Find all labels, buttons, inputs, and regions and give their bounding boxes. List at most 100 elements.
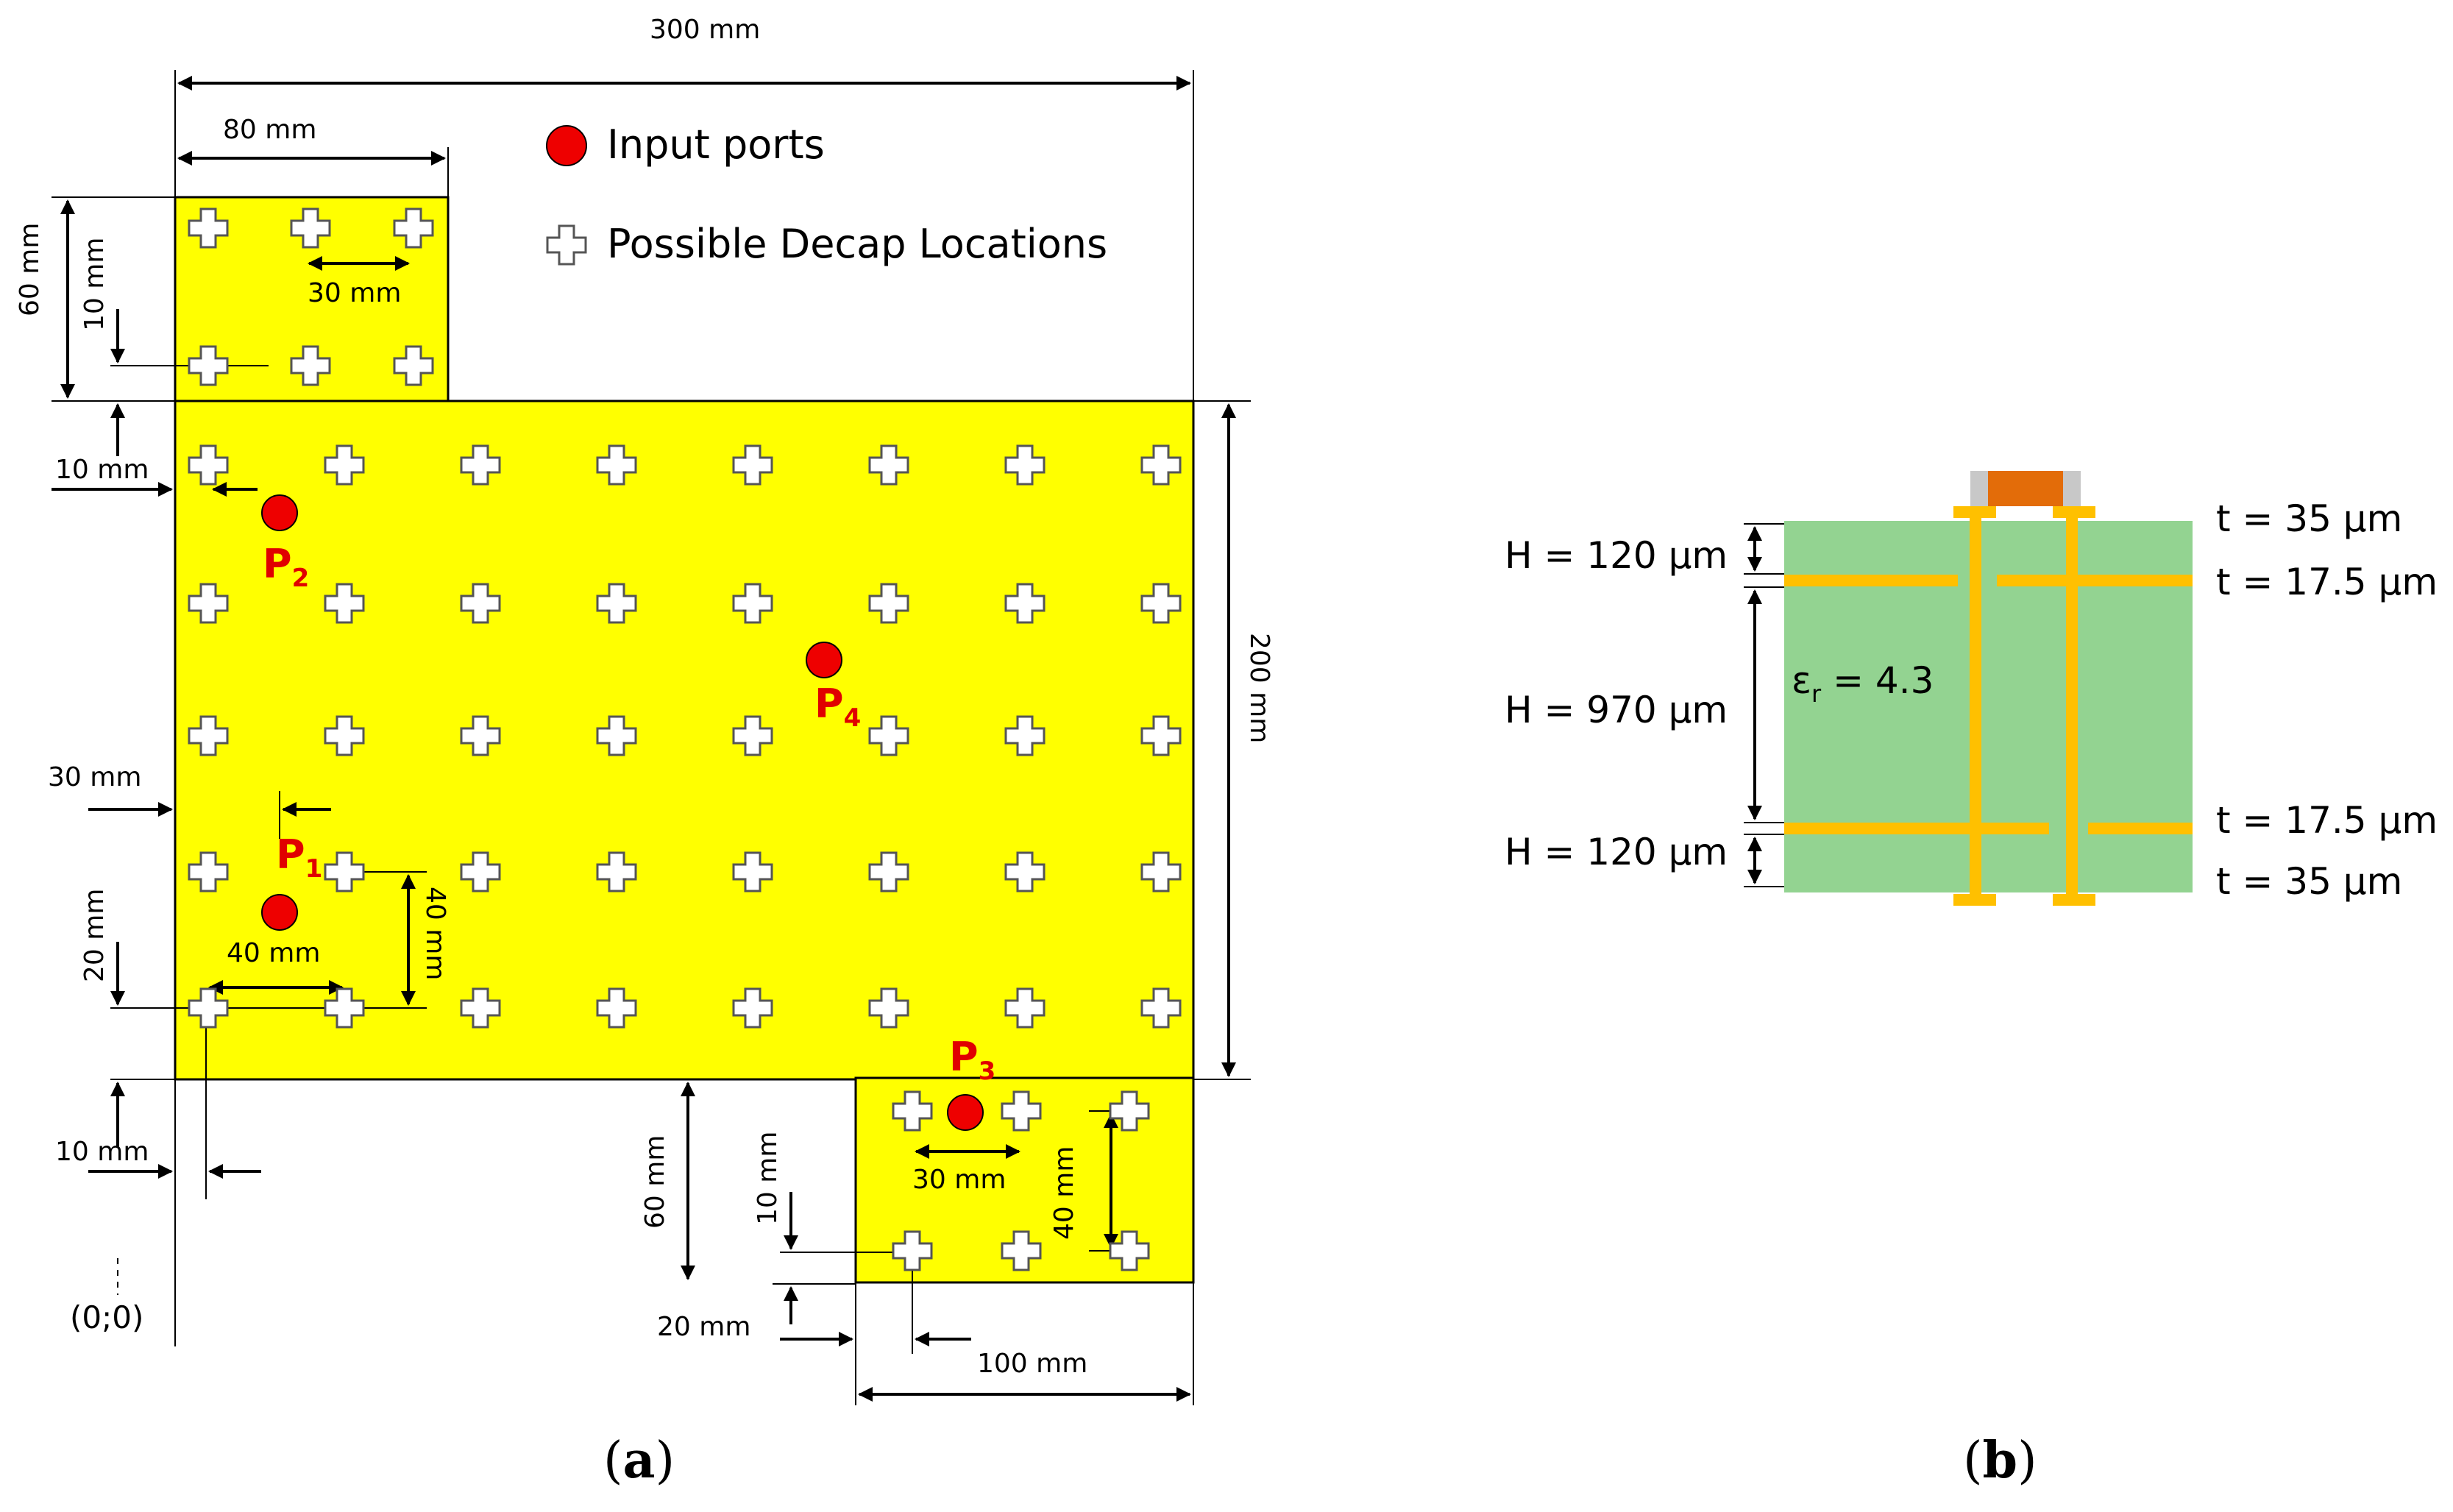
dim-200-label: 200 mm	[1244, 633, 1274, 743]
decap-cross-icon	[460, 987, 501, 1029]
top-pad-right	[2053, 506, 2095, 518]
top-pad-left	[1953, 506, 1996, 518]
epsilon-label: εr = 4.3	[1792, 659, 1934, 708]
decap-cross-icon	[460, 444, 501, 486]
decap-cross-icon	[596, 444, 637, 486]
decap-cross-icon	[290, 207, 331, 249]
decap-cross-icon	[596, 583, 637, 624]
legend-decap-icon	[546, 224, 587, 266]
component-body	[1988, 471, 2063, 506]
port-p4-marker	[806, 642, 842, 678]
decap-cross-icon	[1004, 583, 1046, 624]
inner-plane-bottom-left	[1784, 823, 2049, 834]
decap-cross-icon	[1109, 1090, 1150, 1132]
t-top-outer-label: t = 35 µm	[2216, 497, 2402, 540]
legend-decap-cross-icon	[546, 224, 587, 266]
dim-10-top-label: 10 mm	[79, 238, 110, 331]
via-left	[1970, 518, 1981, 901]
t-bottom-outer-label: t = 35 µm	[2216, 860, 2402, 903]
decap-cross-icon	[868, 987, 909, 1029]
decap-cross-icon	[1140, 987, 1182, 1029]
decap-cross-icon	[324, 851, 365, 892]
decap-cross-icon	[188, 851, 229, 892]
decap-cross-icon	[868, 583, 909, 624]
decap-cross-icon	[324, 715, 365, 756]
decap-cross-icon	[1004, 715, 1046, 756]
decap-cross-icon	[1004, 987, 1046, 1029]
port-p3-label: P3	[949, 1034, 995, 1086]
decap-cross-icon	[732, 715, 773, 756]
decap-cross-icon	[188, 715, 229, 756]
decap-cross-icon	[1109, 1230, 1150, 1271]
figure-a: P2 P4 P1 P3 Input ports Possible Decap L…	[15, 15, 1274, 1490]
via-right	[2066, 518, 2078, 901]
port-p1-label: P1	[276, 831, 322, 884]
decap-cross-icon	[868, 715, 909, 756]
bottom-pad-left	[1953, 894, 1996, 906]
dim-40-bottom-v-label: 40 mm	[1049, 1146, 1079, 1240]
extension-lines	[52, 70, 1251, 1405]
dim-20-bottom-label: 20 mm	[657, 1312, 750, 1342]
decap-cross-icon	[1140, 851, 1182, 892]
decap-cross-icon	[188, 444, 229, 486]
decap-cross-icon	[1001, 1090, 1042, 1132]
decap-cross-icon	[1001, 1230, 1042, 1271]
port-p3-marker	[947, 1094, 984, 1131]
bottom-pad-right	[2053, 894, 2095, 906]
decap-cross-icon	[596, 851, 637, 892]
decap-cross-icon	[188, 583, 229, 624]
legend-port-icon	[546, 125, 587, 166]
dim-10-left-label: 10 mm	[55, 455, 149, 485]
decap-cross-icon	[460, 851, 501, 892]
decap-cross-icon	[868, 444, 909, 486]
component-pad-right	[2060, 471, 2081, 506]
figure-b: H = 120 µm H = 970 µm H = 120 µm t = 35 …	[1505, 471, 2438, 1490]
dim-100-label: 100 mm	[977, 1349, 1087, 1379]
decap-cross-icon	[188, 345, 229, 386]
decap-cross-icon	[393, 207, 434, 249]
decap-cross-icon	[596, 987, 637, 1029]
dim-10-bottom-block-label: 10 mm	[753, 1132, 783, 1225]
inner-plane-bottom-right	[2088, 823, 2193, 834]
decap-cross-icon	[324, 583, 365, 624]
decap-cross-icon	[460, 583, 501, 624]
dim-60-bottom-label: 60 mm	[640, 1135, 670, 1229]
decap-cross-icon	[290, 345, 331, 386]
legend-input-ports: Input ports	[607, 121, 825, 168]
inner-plane-top-left	[1784, 575, 1958, 586]
decap-grid	[188, 207, 1182, 1271]
dim-30-port-label: 30 mm	[48, 762, 141, 792]
decap-cross-icon	[188, 987, 229, 1029]
caption-a: (a)	[603, 1431, 675, 1490]
inner-plane-top-right	[1997, 575, 2193, 586]
port-p2-label: P2	[263, 541, 309, 593]
dim-300-label: 300 mm	[650, 15, 760, 45]
port-p2-marker	[261, 494, 298, 531]
decap-cross-icon	[324, 444, 365, 486]
origin-label: (0;0)	[70, 1299, 143, 1335]
decap-cross-icon	[393, 345, 434, 386]
caption-b: (b)	[1963, 1431, 2037, 1490]
decap-cross-icon	[1140, 444, 1182, 486]
component-pad-left	[1970, 471, 1991, 506]
decap-cross-icon	[596, 715, 637, 756]
decap-cross-icon	[460, 715, 501, 756]
port-p4-label: P4	[814, 681, 861, 733]
decap-cross-icon	[732, 851, 773, 892]
decap-cross-icon	[1140, 583, 1182, 624]
h-top-label: H = 120 µm	[1505, 534, 1728, 577]
dim-60-top-label: 60 mm	[15, 223, 45, 316]
decap-cross-icon	[1140, 715, 1182, 756]
decap-cross-icon	[1004, 851, 1046, 892]
dim-20-left-label: 20 mm	[79, 889, 110, 982]
legend-decap-locations: Possible Decap Locations	[607, 221, 1107, 267]
port-p1-marker	[261, 894, 298, 931]
dim-80-label: 80 mm	[223, 115, 316, 145]
decap-cross-icon	[732, 987, 773, 1029]
dimension-arrows	[52, 76, 1236, 1402]
dim-40-h-label: 40 mm	[227, 938, 320, 968]
t-top-inner-label: t = 17.5 µm	[2216, 561, 2438, 603]
decap-cross-icon	[732, 444, 773, 486]
decap-cross-icon	[732, 583, 773, 624]
